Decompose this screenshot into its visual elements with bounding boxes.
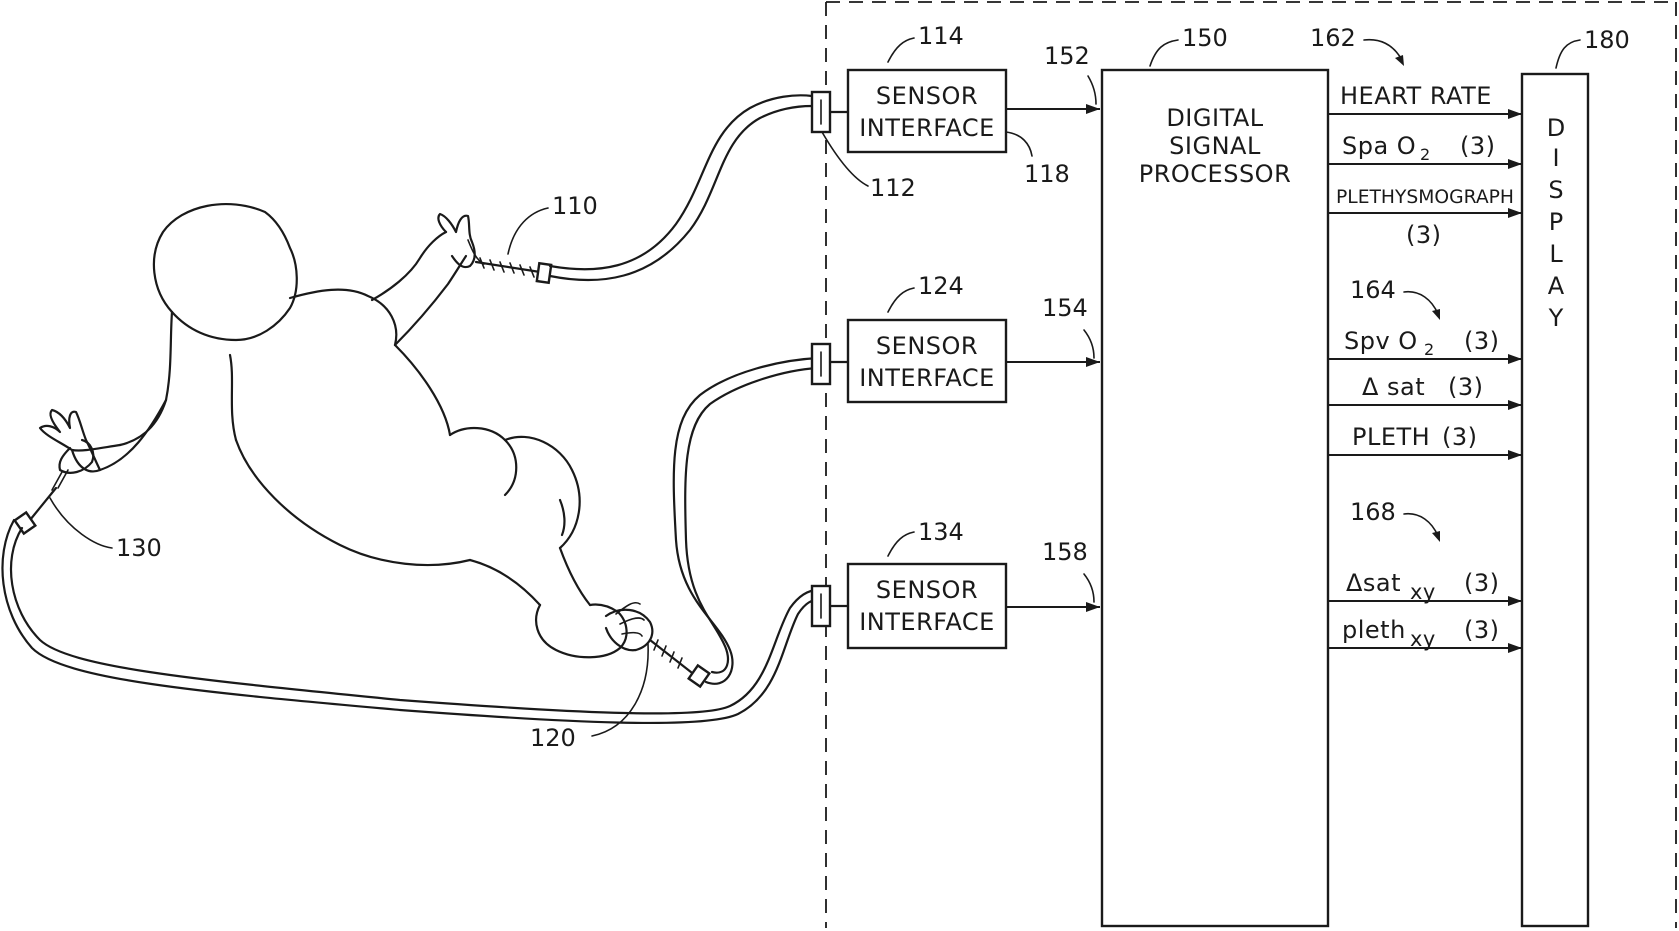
sensor-130 — [15, 440, 94, 534]
signal-spa-o2-subscript: 2 — [1420, 145, 1430, 164]
infant-thigh — [505, 437, 580, 548]
infant-lower-arm-bottom — [100, 400, 166, 470]
sensor-interface-2-line2: INTERFACE — [859, 364, 995, 392]
sensor-interface-2-line1: SENSOR — [876, 332, 978, 360]
infant-lower-arm-top — [72, 445, 120, 451]
signal-pleth-xy-subscript: xy — [1410, 627, 1436, 651]
display-letter-a: A — [1548, 272, 1565, 300]
ref-154: 154 — [1042, 294, 1088, 322]
ref-168: 168 — [1350, 498, 1396, 526]
signal-spv-o2: Spv O — [1344, 327, 1418, 355]
signal-pleth-xy-count: (3) — [1464, 616, 1500, 644]
infant-figure — [40, 204, 644, 657]
signal-pleth-count: (3) — [1442, 423, 1478, 451]
display-letter-s: S — [1548, 176, 1563, 204]
ref-120: 120 — [530, 724, 576, 752]
infant-leg-lower — [470, 560, 540, 605]
signal-delta-sat: Δ sat — [1362, 373, 1425, 401]
dsp-line2: SIGNAL — [1169, 132, 1261, 160]
dsp-line3: PROCESSOR — [1139, 160, 1292, 188]
infant-raised-hand — [438, 214, 474, 267]
infant-shoulder — [290, 290, 396, 345]
infant-torso-right — [395, 345, 450, 435]
sensor-interface-3-line2: INTERFACE — [859, 608, 995, 636]
dsp-line1: DIGITAL — [1166, 104, 1263, 132]
cable-110-inner — [550, 95, 812, 269]
signal-heart-rate: HEART RATE — [1340, 82, 1492, 110]
infant-toes — [616, 603, 644, 636]
infant-knee-fold — [560, 500, 564, 535]
signal-delta-sat-xy-subscript: xy — [1410, 580, 1436, 604]
infant-torso-left — [120, 312, 172, 445]
display-letter-d: D — [1547, 114, 1565, 142]
infant-hip — [450, 428, 516, 495]
ref-118: 118 — [1024, 160, 1070, 188]
signal-delta-sat-count: (3) — [1448, 373, 1484, 401]
ref-124: 124 — [918, 272, 964, 300]
display-letter-p: P — [1549, 208, 1563, 236]
infant-head — [154, 204, 297, 340]
cable-120-outer — [674, 358, 818, 684]
signal-pleth: PLETH — [1352, 423, 1430, 451]
ref-114: 114 — [918, 22, 964, 50]
signal-delta-sat-xy: Δsat — [1346, 569, 1401, 597]
ref-164: 164 — [1350, 276, 1396, 304]
ref-112: 112 — [870, 174, 916, 202]
signal-plethysmograph-count: (3) — [1406, 221, 1442, 249]
cable-120-inner — [685, 368, 818, 673]
ref-152: 152 — [1044, 42, 1090, 70]
signal-delta-sat-xy-count: (3) — [1464, 569, 1500, 597]
ref-158: 158 — [1042, 538, 1088, 566]
ref-150: 150 — [1182, 24, 1228, 52]
infant-raised-arm-bottom — [395, 256, 466, 345]
sensor-interface-3-line1: SENSOR — [876, 576, 978, 604]
signal-spa-o2: Spa O — [1342, 132, 1416, 160]
infant-raised-arm-top — [372, 232, 446, 300]
signal-plethysmograph: PLETHYSMOGRAPH — [1336, 186, 1514, 208]
ref-180: 180 — [1584, 26, 1630, 54]
infant-chest-fold — [230, 355, 236, 440]
ref-134: 134 — [918, 518, 964, 546]
digital-signal-processor-box — [1102, 70, 1328, 926]
ref-130: 130 — [116, 534, 162, 562]
display-letter-y: Y — [1548, 304, 1564, 332]
sensor-120 — [606, 610, 709, 687]
infant-leg-upper — [560, 548, 590, 605]
signal-spv-o2-subscript: 2 — [1424, 340, 1434, 359]
signal-pleth-xy: pleth — [1342, 616, 1406, 644]
ref-162: 162 — [1310, 24, 1356, 52]
sensor-interface-1-line1: SENSOR — [876, 82, 978, 110]
infant-lower-body — [236, 440, 470, 565]
signal-spv-o2-count: (3) — [1464, 327, 1500, 355]
display-letter-i: I — [1552, 144, 1559, 172]
signal-spa-o2-count: (3) — [1460, 132, 1496, 160]
display-letter-l: L — [1549, 240, 1563, 268]
sensor-interface-1-line2: INTERFACE — [859, 114, 995, 142]
ref-110: 110 — [552, 192, 598, 220]
